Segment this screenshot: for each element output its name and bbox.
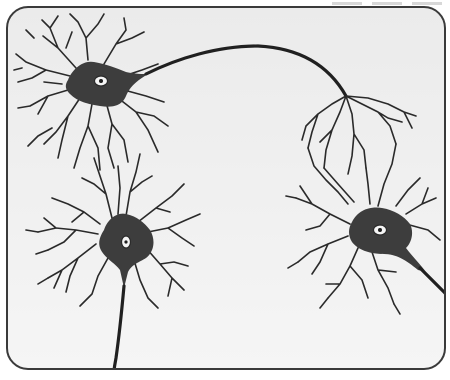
soma-right — [349, 208, 426, 272]
soma-lower-left — [99, 214, 153, 288]
neuron-top-left — [14, 14, 168, 170]
axon-right — [420, 268, 446, 304]
neuron-lower-left — [26, 154, 200, 308]
soma-top-left — [66, 62, 148, 107]
decorative-mark — [412, 2, 442, 5]
illustration-panel — [6, 6, 446, 370]
axon-top — [146, 46, 346, 96]
neuron-right — [286, 96, 440, 314]
axon-lower-left — [114, 286, 124, 370]
decorative-mark — [372, 2, 402, 5]
decorative-mark — [332, 2, 362, 5]
dendrites-right — [286, 96, 440, 314]
neuron-illustration — [8, 8, 446, 370]
